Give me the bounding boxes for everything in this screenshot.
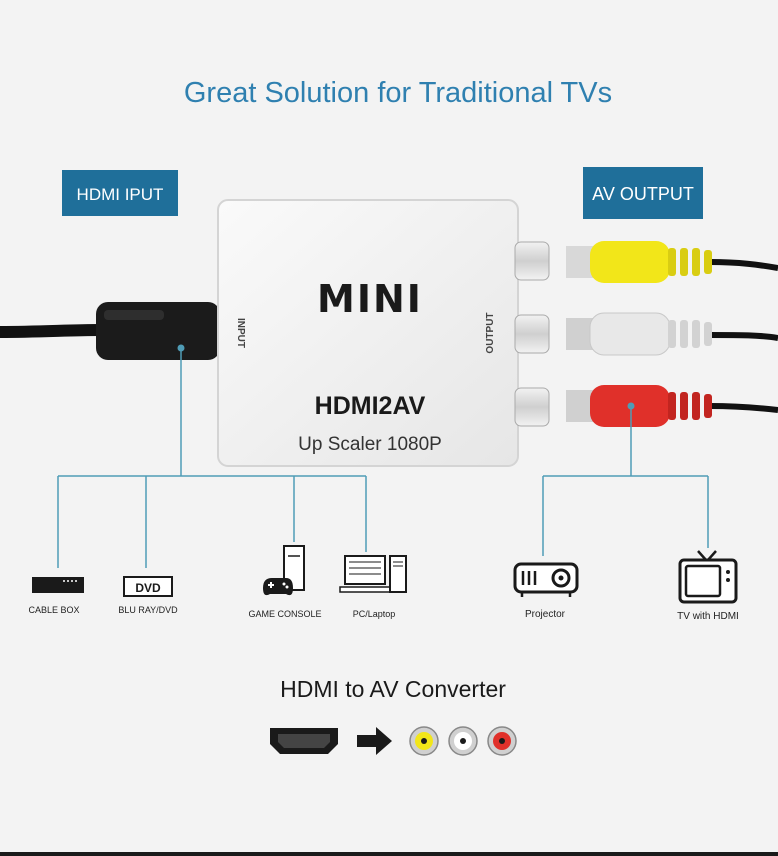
rca-cable-red	[566, 385, 778, 427]
device-model: HDMI2AV	[315, 392, 426, 420]
rca-port-white-icon	[448, 726, 478, 756]
bottom-edge	[0, 852, 778, 856]
output-label-projector: Projector	[525, 609, 566, 620]
output-side-text: OUTPUT	[485, 312, 496, 353]
source-label-pc: PC/Laptop	[353, 609, 396, 619]
source-label-dvd: BLU RAY/DVD	[118, 605, 178, 615]
dvd-player-icon: DVD	[123, 576, 173, 597]
source-label-cable-box: CABLE BOX	[28, 605, 79, 615]
output-connector-lines	[542, 406, 709, 556]
rca-cable-yellow	[566, 241, 778, 283]
game-console-icon	[263, 545, 305, 596]
pc-icon	[339, 555, 407, 593]
source-node-dot	[177, 344, 185, 352]
output-node-dot	[627, 402, 635, 410]
projector-icon	[513, 562, 579, 597]
hdmi-port-icon	[270, 728, 338, 754]
input-side-text: INPUT	[235, 318, 246, 348]
device-brand: MINI	[317, 277, 423, 321]
source-connector-lines	[57, 348, 367, 568]
cable-box-icon	[32, 577, 84, 593]
rca-port-yellow-icon	[409, 726, 439, 756]
tv-icon	[678, 550, 738, 604]
av-output-label: AV OUTPUT	[592, 184, 694, 204]
footer-title: HDMI to AV Converter	[280, 676, 506, 702]
rca-port-red-icon	[487, 726, 517, 756]
hdmi-input-label-box	[62, 170, 178, 216]
rca-cable-white	[566, 312, 778, 356]
source-label-game-console: GAME CONSOLE	[248, 609, 321, 619]
hdmi-cable	[0, 302, 220, 360]
output-label-tv: TV with HDMI	[677, 611, 739, 622]
arrow-right-icon	[357, 727, 392, 755]
device-subtitle: Up Scaler 1080P	[298, 434, 442, 455]
headline: Great Solution for Traditional TVs	[184, 77, 612, 109]
rca-jacks	[514, 241, 550, 427]
dvd-badge: DVD	[135, 581, 161, 595]
av-output-label-box	[583, 167, 703, 219]
converter-box: MINI HDMI2AV Up Scaler 1080P INPUT OUTPU…	[217, 199, 519, 467]
hdmi-input-label: HDMI IPUT	[77, 185, 164, 204]
